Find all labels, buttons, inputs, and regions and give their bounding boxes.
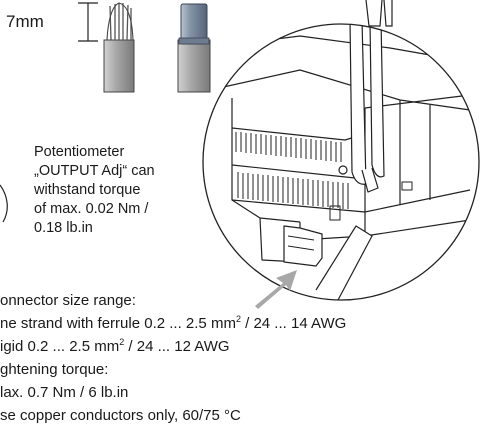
torque-heading: ghtening torque: [0,361,109,378]
note-line-5: 0.18 lb.in [34,220,93,236]
note-line-4: of max. 0.02 Nm / [34,201,149,217]
rigid-sup: 2 [119,337,125,347]
fine-strand-sup: 2 [235,314,241,324]
note-line-3: withstand torque [34,182,141,198]
rigid-awg: / 24 ... 12 AWG [124,338,230,355]
rigid-text: igid 0.2 ... 2.5 mm [0,338,120,355]
strip-length-dimension [78,2,98,42]
strip-length-label: 7mm [6,12,44,31]
copper-note: se copper conductors only, 60/75 °C [0,407,241,424]
torque-value: lax. 0.7 Nm / 6 lb.in [0,384,129,401]
fine-strand-text: ne strand with ferrule 0.2 ... 2.5 mm [0,315,236,332]
fine-strand-spec: ne strand with ferrule 0.2 ... 2.5 mm2 /… [0,314,346,333]
magnified-device-view [202,0,480,301]
potentiometer-edge-arc [0,184,8,223]
ferrule-wire [177,3,211,93]
note-line-1: Potentiometer [34,144,125,160]
direction-arrow [255,270,297,309]
fine-strand-awg: / 24 ... 14 AWG [240,315,347,332]
rigid-spec: igid 0.2 ... 2.5 mm2 / 24 ... 12 AWG [0,337,230,356]
connector-size-heading: onnector size range: [0,292,136,309]
stripped-wire [103,2,135,93]
note-line-2: „OUTPUT Adj“ can [34,163,155,179]
